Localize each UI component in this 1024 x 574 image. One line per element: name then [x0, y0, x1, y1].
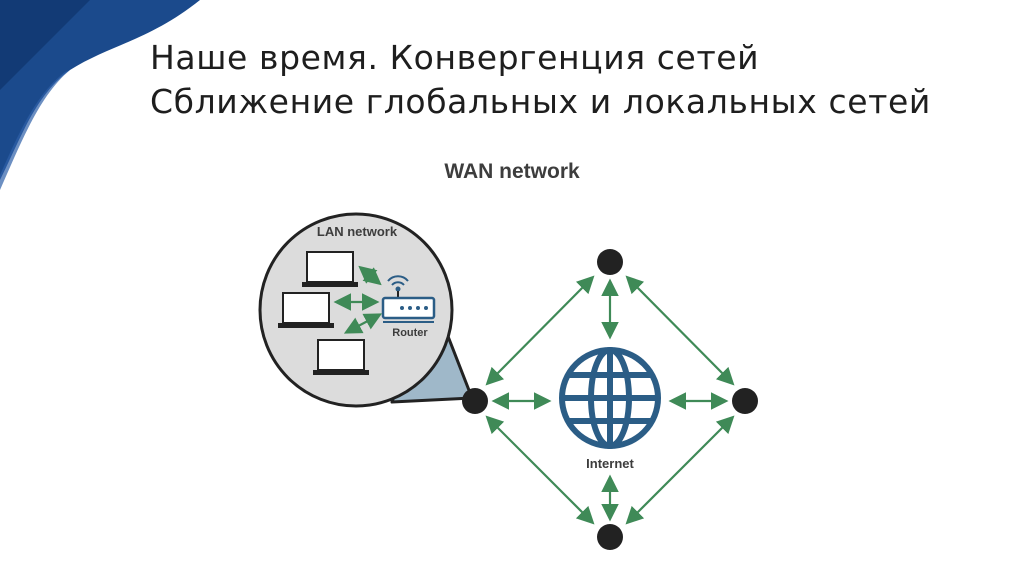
double-arrow-icon	[358, 265, 382, 286]
network-node-icon	[732, 388, 758, 414]
laptop-icon	[313, 339, 369, 375]
double-arrow-icon	[485, 415, 595, 525]
network-node-icon	[597, 524, 623, 550]
double-arrow-icon	[625, 275, 735, 386]
laptop-icon	[278, 292, 334, 328]
router-icon	[381, 275, 436, 323]
laptop-icon	[302, 251, 358, 287]
router-label: Router	[392, 327, 428, 339]
corner-decoration	[0, 0, 200, 190]
internet-label: Internet	[586, 456, 634, 471]
wan-network-label: WAN network	[444, 160, 580, 183]
double-arrow-icon	[625, 415, 735, 525]
globe-icon	[559, 347, 661, 449]
lan-network-label: LAN network	[317, 224, 398, 239]
network-node-icon	[597, 249, 623, 275]
double-arrow-icon	[343, 313, 383, 334]
slide-title-line-1: Наше время. Конвергенция сетей	[150, 38, 760, 77]
network-node-icon	[462, 388, 488, 414]
slide-title-line-2: Сближение глобальных и локальных сетей	[150, 82, 931, 121]
double-arrow-icon	[485, 275, 595, 386]
